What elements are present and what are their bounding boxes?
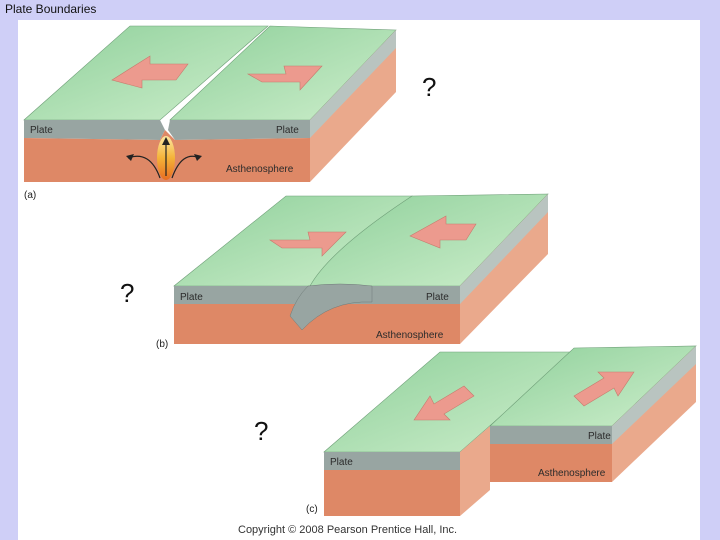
diagram-b-convergent: Plate Plate Asthenosphere (b) ? <box>120 193 549 350</box>
diagram-c-right-asthenosphere-front <box>490 444 612 482</box>
diagram-c-transform: Plate Plate Asthenosphere (c) ? <box>254 345 697 516</box>
diagram-c-left-plate-front <box>324 452 460 470</box>
diagram-b-motion-arrow-left <box>409 215 477 249</box>
diagram-a-left-plate-front <box>24 120 165 140</box>
diagram-a-motion-arrow-left <box>111 55 189 89</box>
diagram-c-left-side <box>460 426 490 516</box>
diagram-c-motion-arrow-up <box>573 371 635 407</box>
diagram-c-question-mark: ? <box>254 416 268 446</box>
diagram-b-plate-left-label: Plate <box>180 292 203 303</box>
diagram-a-asthenosphere-label: Asthenosphere <box>226 164 294 175</box>
diagram-a-plate-right-label: Plate <box>276 125 299 136</box>
diagram-c-motion-arrow-down <box>413 385 475 421</box>
diagram-a-upwelling-arrowhead <box>162 137 170 145</box>
diagram-a-question-mark: ? <box>422 72 436 102</box>
diagram-a-plate-left-label: Plate <box>30 125 53 136</box>
diagram-a-convection-arrowhead-right <box>194 154 202 161</box>
copyright-notice: Copyright © 2008 Pearson Prentice Hall, … <box>238 524 457 536</box>
diagram-c-figure-label: (c) <box>306 504 318 515</box>
diagram-b-asthenosphere-front <box>174 304 460 344</box>
diagram-a-divergent: Plate Plate Asthenosphere (a) ? <box>23 25 436 201</box>
diagram-a-figure-label: (a) <box>24 190 36 201</box>
diagram-a-convection-arrowhead-left <box>126 154 134 161</box>
diagram-a-motion-arrow-right <box>246 65 323 91</box>
diagram-b-right-side-plate <box>460 194 548 304</box>
diagram-b-plate-right-label: Plate <box>426 292 449 303</box>
diagram-b-figure-label: (b) <box>156 339 168 350</box>
diagram-b-question-mark: ? <box>120 278 134 308</box>
diagram-a-right-side-plate <box>310 30 396 138</box>
diagram-a-right-plate-front <box>168 120 310 140</box>
diagram-b-motion-arrow-right <box>269 231 347 257</box>
diagram-c-right-plate-front <box>490 426 612 444</box>
diagram-c-left-asthenosphere-front <box>324 470 460 516</box>
diagram-c-plate-left-label: Plate <box>330 457 353 468</box>
diagram-b-subducting-slab <box>289 283 373 331</box>
diagram-b-asthenosphere-label: Asthenosphere <box>376 330 444 341</box>
diagram-c-right-side-plate <box>612 346 696 444</box>
diagram-c-asthenosphere-label: Asthenosphere <box>538 468 606 479</box>
slide-title: Plate Boundaries <box>5 2 97 16</box>
diagram-b-left-plate-front <box>174 286 310 304</box>
diagram-c-plate-right-label: Plate <box>588 431 611 442</box>
